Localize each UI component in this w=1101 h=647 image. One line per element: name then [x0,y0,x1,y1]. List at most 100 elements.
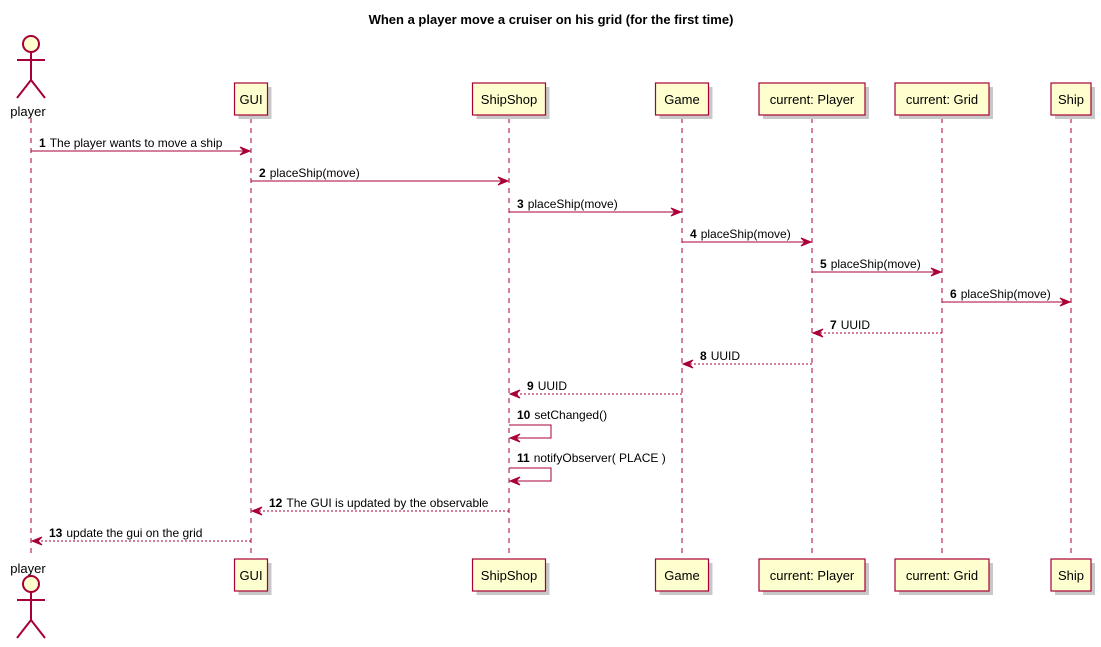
message-label: 3 placeShip(move) [517,197,618,211]
participant-label: current: Player [770,92,855,107]
participant-box [233,558,269,592]
participant-box [1050,558,1092,592]
arrow-head [508,389,521,399]
participant-ship-top: Ship [1050,82,1095,119]
message-text: The player wants to move a ship [50,136,223,150]
message-text: UUID [711,349,741,363]
message-label: 11 notifyObserver( PLACE ) [517,451,666,465]
participant-label: player [10,561,46,576]
message-text: UUID [538,379,568,393]
message-number: 11 [517,451,530,465]
message-11: 11 notifyObserver( PLACE ) [508,451,666,486]
participant-label: GUI [239,92,262,107]
participant-box [471,558,547,592]
message-number: 2 [259,166,266,180]
message-1: 1 The player wants to move a ship [31,136,252,156]
message-8: 8 UUID [681,349,812,369]
actor-left-leg [16,79,32,99]
participant-box [654,558,710,592]
arrow-head [239,146,252,156]
message-number: 1 [39,136,46,150]
message-label: 6 placeShip(move) [950,287,1051,301]
participant-box [654,82,710,116]
message-number: 4 [690,227,697,241]
message-text: UUID [841,318,871,332]
participant-label: GUI [239,568,262,583]
message-text: notifyObserver( PLACE ) [534,451,666,465]
message-number: 13 [49,526,63,540]
self-message-arrow [509,467,552,482]
participant-box [1050,82,1092,116]
participant-player_obj-top: current: Player [758,82,869,119]
participants-bottom: player GUI ShipShop Game current: Player curr… [10,558,1095,639]
arrow-head [811,328,824,338]
message-number: 3 [517,197,524,211]
participant-label: Ship [1058,92,1084,107]
participant-box [894,82,990,116]
message-text: placeShip(move) [270,166,360,180]
actor-head-icon [22,35,40,53]
participant-grid-bottom: current: Grid [894,558,993,595]
actor-right-leg [30,619,46,639]
message-number: 8 [700,349,707,363]
participant-shipshop-bottom: ShipShop [471,558,550,595]
participant-player-bottom: player [10,561,46,639]
self-message-arrow [509,424,552,439]
actor-right-leg [30,79,46,99]
message-label: 7 UUID [830,318,870,332]
participants-top: player GUI ShipShop Game current: Player curr… [10,35,1095,119]
message-number: 9 [527,379,534,393]
actor-head-icon [22,575,40,593]
participant-shipshop-top: ShipShop [471,82,550,119]
participant-box [758,82,866,116]
message-number: 6 [950,287,957,301]
message-text: update the gui on the grid [66,526,202,540]
arrow-head [930,267,943,277]
participant-gui-bottom: GUI [233,558,272,595]
message-label: 1 The player wants to move a ship [39,136,223,150]
message-number: 7 [830,318,837,332]
participant-box [758,558,866,592]
message-9: 9 UUID [508,379,682,399]
message-text: placeShip(move) [961,287,1051,301]
arrow-head [800,237,813,247]
participant-label: current: Grid [906,568,978,583]
message-number: 5 [820,257,827,271]
arrow-head [670,207,683,217]
participant-ship-bottom: Ship [1050,558,1095,595]
participant-label: ShipShop [481,92,537,107]
arrow-head [508,476,521,486]
arrow-head [30,536,43,546]
participant-player_obj-bottom: current: Player [758,558,869,595]
message-text: The GUI is updated by the observable [286,496,488,510]
participant-game-top: Game [654,82,713,119]
participant-gui-top: GUI [233,82,272,119]
participant-label: player [10,104,46,119]
message-label: 9 UUID [527,379,567,393]
arrow-head [250,506,263,516]
message-number: 10 [517,408,531,422]
actor-left-leg [16,619,32,639]
message-number: 12 [269,496,283,510]
arrow-head [681,359,694,369]
message-text: setChanged() [534,408,607,422]
participant-game-bottom: Game [654,558,713,595]
participant-box [233,82,269,116]
participant-label: ShipShop [481,568,537,583]
diagram-title: When a player move a cruiser on his grid… [369,12,734,27]
participant-label: Ship [1058,568,1084,583]
message-3: 3 placeShip(move) [509,197,683,217]
participant-grid-top: current: Grid [894,82,993,119]
participant-box [894,558,990,592]
message-text: placeShip(move) [528,197,618,211]
